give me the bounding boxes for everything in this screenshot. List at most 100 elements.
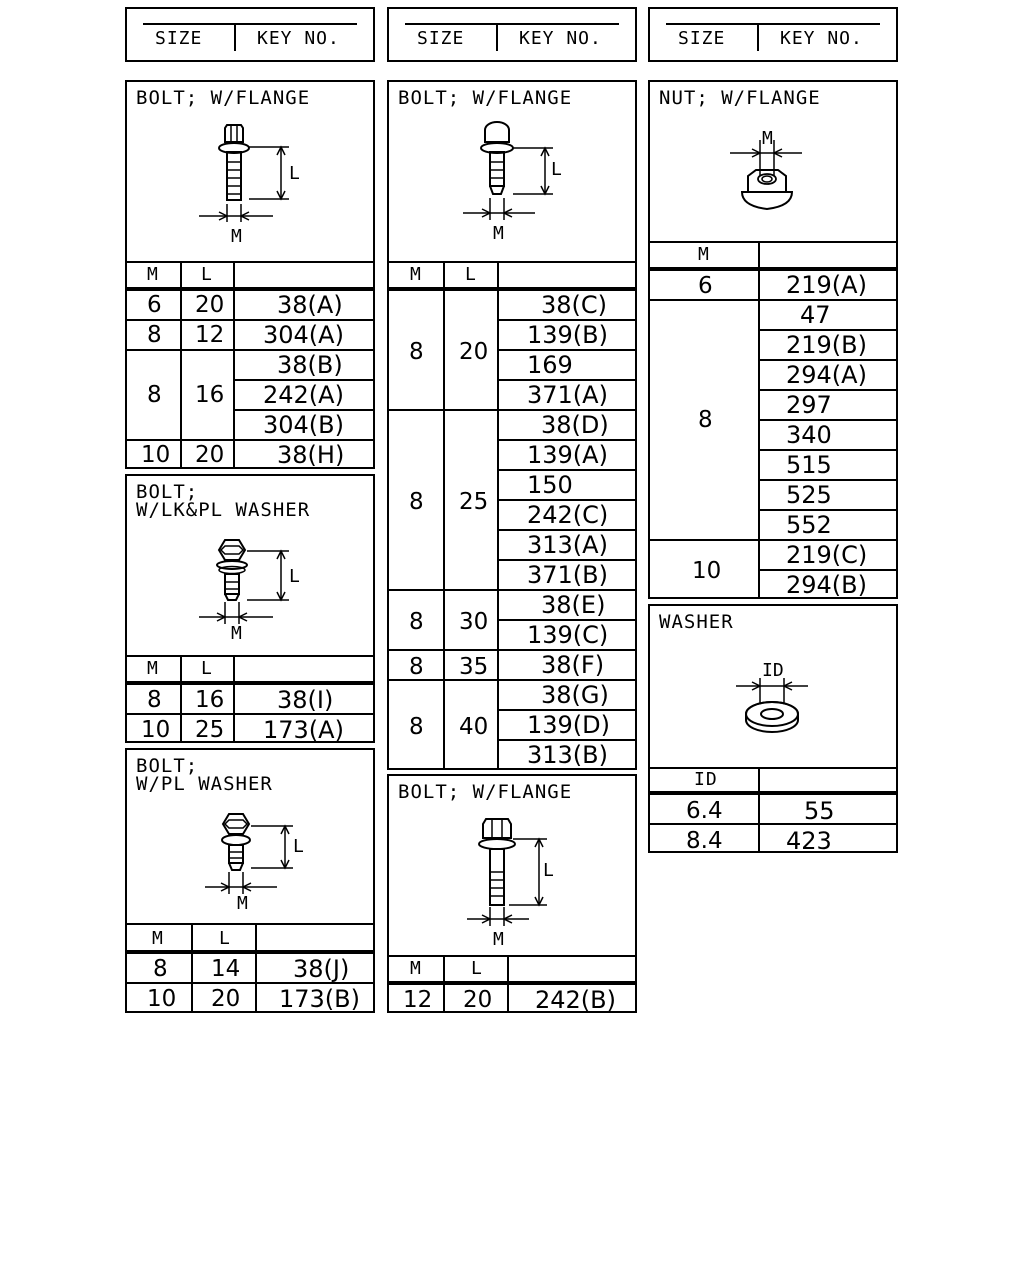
legend-box-1: SIZE KEY NO. <box>125 7 375 62</box>
cell-m: 8 <box>147 322 162 348</box>
cell-key: 423 <box>786 827 832 855</box>
dim-m-label: M <box>231 226 242 247</box>
cell-key: 515 <box>786 451 832 479</box>
flange-bolt-drawing: L M <box>199 124 300 247</box>
legend-size: SIZE <box>417 28 465 49</box>
cell-key: 219(C) <box>786 541 868 569</box>
col-header-l: L <box>471 958 483 979</box>
col-header-m: M <box>152 928 164 949</box>
cell-key: 371(B) <box>527 561 608 589</box>
cell-key: 150 <box>527 471 573 499</box>
cell-m: 8 <box>409 654 424 680</box>
cell-key: 313(B) <box>527 741 608 769</box>
panel-title: BOLT; W/FLANGE <box>398 87 573 109</box>
cell-key: 552 <box>786 511 832 539</box>
cell-m: 10 <box>141 442 171 468</box>
cell-key: 371(A) <box>527 381 608 409</box>
nut-flange-panel: NUT; W/FLANGE M M 6 219(A) 8 47 219(B) 2… <box>648 80 898 599</box>
cell-key: 294(A) <box>786 361 867 389</box>
legend-key-no: KEY NO. <box>257 28 340 49</box>
col-header-l: L <box>201 264 213 285</box>
washer-drawing: ID <box>736 660 808 733</box>
col-header-l: L <box>201 658 213 679</box>
dim-m-label: M <box>762 128 773 149</box>
cell-key: 169 <box>527 351 573 379</box>
cell-m: 10 <box>141 717 171 743</box>
cell-l: 20 <box>211 986 241 1012</box>
cell-key: 525 <box>786 481 832 509</box>
cell-key: 297 <box>786 391 832 419</box>
dim-l-label: L <box>543 860 554 881</box>
cell-key: 219(B) <box>786 331 867 359</box>
cell-key: 242(C) <box>527 501 609 529</box>
cell-m: 10 <box>147 986 177 1012</box>
cell-key: 139(D) <box>527 711 611 739</box>
panel-title-line2: W/PL WASHER <box>136 773 273 795</box>
cell-key: 38(I) <box>277 686 334 714</box>
bolt-flange-panel-2: BOLT; W/FLANGE L M M L 8 20 38(C) 139(B)… <box>387 80 637 770</box>
cell-m: 8 <box>409 489 424 515</box>
cell-key: 38(F) <box>541 651 605 679</box>
cell-m: 8 <box>153 956 168 982</box>
cell-key: 304(A) <box>263 321 344 349</box>
cell-key: 47 <box>800 301 831 329</box>
cell-key: 139(A) <box>527 441 608 469</box>
cell-key: 38(A) <box>277 291 343 319</box>
bolt-pl-washer-panel: BOLT; W/PL WASHER L M M L 8 14 38(J) 10 … <box>125 748 375 1013</box>
cell-m: 8 <box>409 609 424 635</box>
cell-key: 38(D) <box>541 411 609 439</box>
dim-m-label: M <box>231 623 242 644</box>
cell-l: 14 <box>211 956 241 982</box>
panel-title-line1: BOLT; <box>136 755 199 777</box>
panel-title: NUT; W/FLANGE <box>659 87 821 109</box>
cell-key: 139(C) <box>527 621 609 649</box>
cell-key: 242(B) <box>535 986 616 1014</box>
dim-l-label: L <box>293 836 304 857</box>
cell-m: 6 <box>147 292 162 318</box>
legend-size: SIZE <box>678 28 726 49</box>
cell-l: 20 <box>195 292 225 318</box>
bolt-flange-panel: BOLT; W/FLANGE L M M L 6 20 38(A) 8 12 3… <box>125 80 375 469</box>
dim-m-label: M <box>237 893 248 914</box>
bolt-flange-panel-3: BOLT; W/FLANGE L M M L 12 20 242(B) <box>387 774 637 1013</box>
cell-l: 20 <box>459 339 489 365</box>
legend-key-no: KEY NO. <box>519 28 602 49</box>
panel-title: BOLT; W/FLANGE <box>136 87 311 109</box>
legend-key-no: KEY NO. <box>780 28 863 49</box>
cell-l: 30 <box>459 609 489 635</box>
cell-l: 12 <box>195 322 225 348</box>
dim-l-label: L <box>289 566 300 587</box>
cell-l: 16 <box>195 687 225 713</box>
col-header-id: ID <box>694 769 718 790</box>
cell-key: 38(J) <box>293 955 350 983</box>
legend-box-2: SIZE KEY NO. <box>387 7 637 62</box>
dim-m-label: M <box>493 223 504 244</box>
cell-m: 8 <box>147 382 162 408</box>
flange-bolt-drawing: L M <box>463 121 562 244</box>
col-header-m: M <box>147 264 159 285</box>
cell-key: 340 <box>786 421 832 449</box>
bolt-lk-pl-washer-panel: BOLT; W/LK&PL WASHER L M M L 8 16 38(I) … <box>125 474 375 743</box>
cell-m: 8 <box>409 339 424 365</box>
plain-washer-bolt-drawing: L M <box>205 813 304 914</box>
cell-m: 12 <box>403 987 433 1013</box>
cell-l: 20 <box>463 987 493 1013</box>
dim-l-label: L <box>551 159 562 180</box>
dim-id-label: ID <box>762 660 784 681</box>
cell-key: 219(A) <box>786 271 867 299</box>
dim-m-label: M <box>493 929 504 950</box>
cell-id: 8.4 <box>686 828 723 854</box>
cell-key: 173(A) <box>263 716 344 744</box>
cell-key: 139(B) <box>527 321 608 349</box>
cell-m: 6 <box>698 273 713 299</box>
cell-key: 38(B) <box>277 351 343 379</box>
cell-l: 16 <box>195 382 225 408</box>
washer-panel: WASHER ID ID 6.4 55 8.4 423 <box>648 604 898 853</box>
cell-l: 40 <box>459 714 489 740</box>
cell-m: 8 <box>698 407 713 433</box>
col-header-m: M <box>698 244 710 265</box>
col-header-l: L <box>219 928 231 949</box>
cell-m: 8 <box>147 687 162 713</box>
col-header-l: L <box>465 264 477 285</box>
cell-key: 38(G) <box>541 681 609 709</box>
